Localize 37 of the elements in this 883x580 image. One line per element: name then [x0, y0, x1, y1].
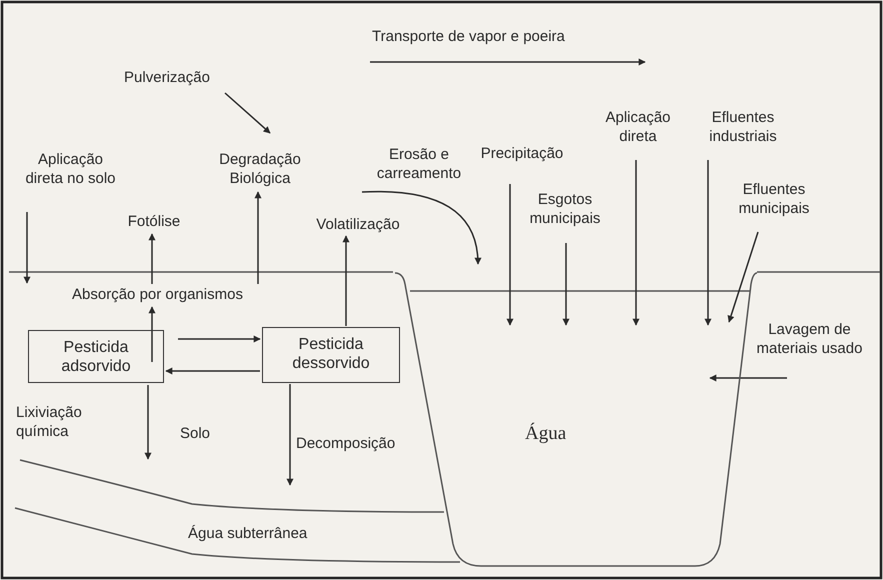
arrow	[224, 92, 271, 134]
arrow	[165, 368, 260, 374]
process-label: Precipitação	[472, 144, 572, 164]
process-label: Pulverização	[112, 68, 222, 88]
arrow	[286, 384, 294, 486]
arrow	[144, 385, 152, 460]
process-label: Esgotos municipais	[515, 190, 615, 230]
process-label: Fotólise	[118, 212, 190, 232]
process-label: Lavagem de materiais usado	[740, 320, 879, 360]
arrow	[24, 212, 30, 284]
arrow	[709, 374, 787, 382]
arrow	[342, 235, 350, 326]
arrow	[362, 190, 482, 265]
arrow	[728, 232, 759, 323]
edge-label: Decomposição	[296, 434, 396, 453]
process-label: Aplicação direta	[588, 108, 688, 148]
process-label: Efluentes industriais	[695, 108, 791, 148]
process-label: Absorção por organismos	[40, 285, 275, 305]
process-label: Degradação Biológica	[200, 150, 320, 190]
process-label: Aplicação direta no solo	[18, 150, 123, 190]
arrow	[178, 336, 261, 342]
arrow	[562, 243, 570, 326]
arrow	[254, 191, 262, 284]
layer-label: Água subterrânea	[188, 524, 308, 543]
arrow	[506, 184, 514, 326]
water-label: Água	[525, 424, 566, 443]
process-box: Pesticida adsorvido	[28, 330, 164, 383]
caption-text: Transporte de vapor e poeira	[372, 27, 565, 46]
region-label: Solo	[180, 424, 210, 443]
arrow	[148, 306, 156, 362]
process-label: Erosão e carreamento	[364, 145, 474, 185]
arrow	[148, 233, 156, 284]
process-box: Pesticida dessorvido	[262, 327, 400, 383]
process-label: Efluentes municipais	[728, 180, 820, 220]
process-label: Volatilização	[298, 215, 418, 235]
arrow	[704, 160, 712, 326]
arrow	[632, 160, 640, 326]
